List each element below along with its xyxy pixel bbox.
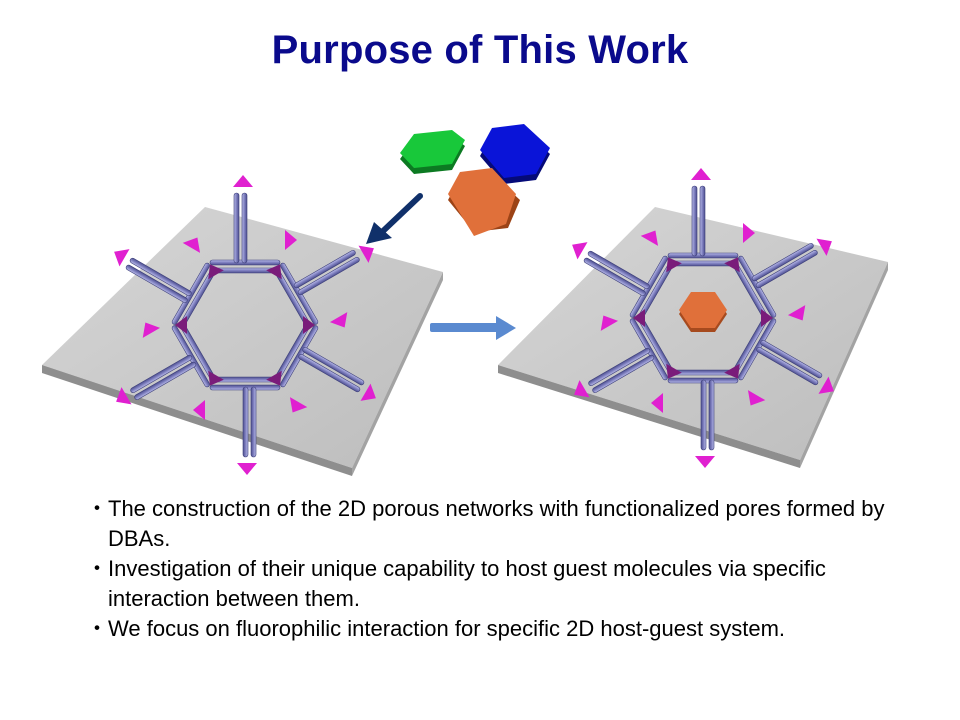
host-guest-illustration (42, 124, 888, 476)
bullet-item: ・ Investigation of their unique capabili… (86, 554, 886, 614)
left-surface-plate (42, 207, 443, 468)
blue-hexagon-guest-icon (480, 124, 550, 184)
green-hexagon-guest-icon (400, 130, 465, 174)
page-title: Purpose of This Work (271, 28, 689, 72)
host-guest-figure (0, 110, 960, 490)
right-surface-plate (498, 207, 888, 460)
right-surface-network (498, 168, 888, 468)
bullet-item: ・ The construction of the 2D porous netw… (86, 494, 886, 554)
bullet-text: Investigation of their unique capability… (108, 556, 826, 611)
insertion-arrow-icon (366, 193, 423, 244)
orange-hexagon-guest-icon (448, 168, 520, 236)
left-dba-network (114, 175, 376, 475)
right-dba-network (572, 168, 834, 468)
bullet-text: We focus on fluorophilic interaction for… (108, 616, 786, 641)
bullet-list: ・ The construction of the 2D porous netw… (86, 494, 886, 644)
bullet-text: The construction of the 2D porous networ… (108, 496, 885, 551)
bullet-marker: ・ (86, 616, 109, 641)
bullet-item: ・ We focus on fluorophilic interaction f… (86, 614, 886, 644)
bullet-marker: ・ (86, 556, 109, 581)
bullet-marker: ・ (86, 496, 109, 521)
right-surface-edge (498, 365, 800, 468)
left-surface-network (42, 175, 443, 476)
orange-hexagon-guest-trapped-icon (679, 292, 727, 332)
transition-arrow-icon (430, 316, 516, 340)
